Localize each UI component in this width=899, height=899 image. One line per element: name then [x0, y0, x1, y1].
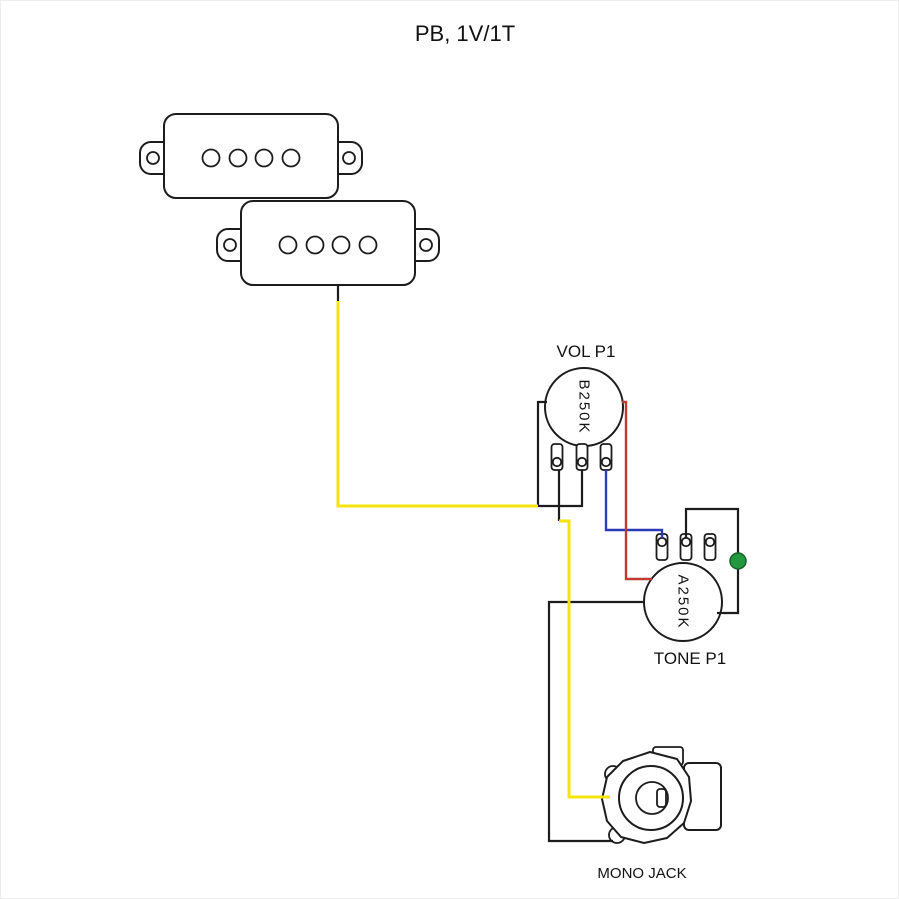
wire-ground-to-jack	[547, 600, 645, 843]
pole-piece	[331, 235, 351, 255]
tone-lug-hole	[704, 536, 716, 548]
capacitor-dot	[729, 552, 747, 570]
ear-screw-hole	[223, 238, 237, 252]
pickup-body	[240, 200, 416, 286]
tone-pot: A250K TONE P1	[643, 533, 726, 668]
volume-pot-value: B250K	[576, 379, 593, 434]
pole-piece	[228, 148, 248, 168]
jack-label: MONO JACK	[597, 865, 686, 882]
ear-screw-hole	[146, 151, 160, 165]
tone-lug-hole	[680, 536, 692, 548]
pole-piece	[201, 148, 221, 168]
pickup-upper	[139, 113, 363, 199]
volume-lug-hole	[551, 456, 563, 468]
wire-tone-cap-wire	[684, 507, 740, 615]
volume-lug-hole	[600, 456, 612, 468]
wire-casing-ground-loop	[536, 400, 547, 506]
pole-piece	[358, 235, 378, 255]
wire-output-to-jack-yellow	[559, 519, 610, 799]
pole-piece	[254, 148, 274, 168]
wire-volume-to-tone-blue	[604, 470, 664, 538]
pickup-body	[163, 113, 339, 199]
wire-volume-to-tone-red	[622, 400, 652, 581]
jack-tip-contact	[656, 788, 667, 808]
diagram-title: PB, 1V/1T	[415, 21, 515, 46]
tone-pot-value: A250K	[675, 574, 692, 629]
pole-piece	[278, 235, 298, 255]
tone-pot-label: TONE P1	[654, 649, 726, 668]
wire-pickup-hot-yellow	[336, 301, 538, 508]
ear-screw-hole	[342, 151, 356, 165]
volume-pot: VOL P1 B250K	[544, 342, 624, 471]
tone-lug-hole	[656, 536, 668, 548]
ear-screw-hole	[419, 238, 433, 252]
pole-piece	[305, 235, 325, 255]
pole-piece	[281, 148, 301, 168]
wire-layer	[336, 284, 747, 843]
volume-pot-label: VOL P1	[557, 342, 616, 361]
pickup-lower	[216, 200, 440, 286]
wire-hot-to-volume-lug	[538, 470, 584, 508]
volume-lug-hole	[576, 456, 588, 468]
mono-jack: MONO JACK	[597, 746, 722, 882]
